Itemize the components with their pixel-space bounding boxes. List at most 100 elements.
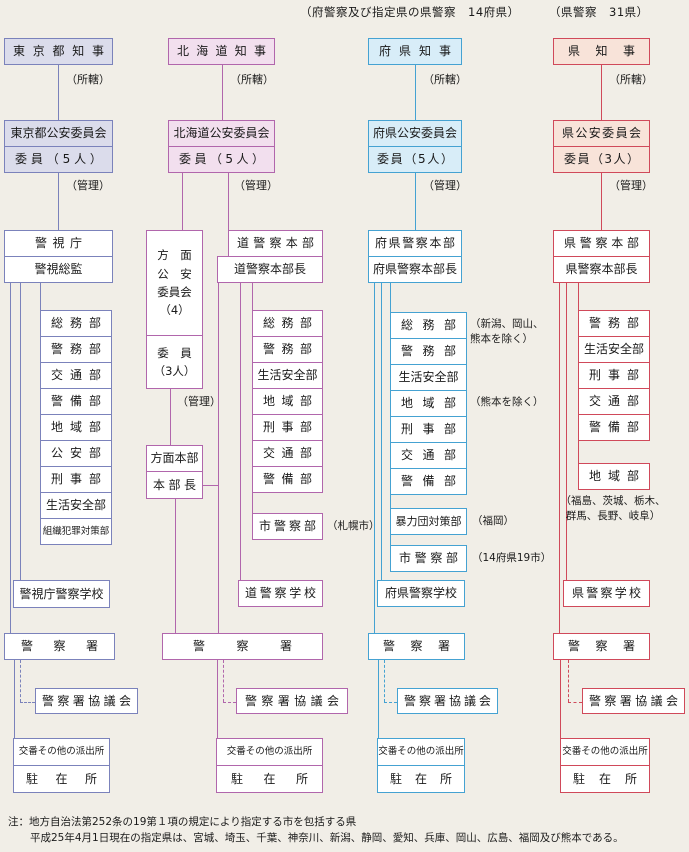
department-box: 警務部 — [252, 336, 323, 363]
department-box: 交通部 — [390, 442, 467, 469]
connector-line — [203, 485, 218, 486]
police-station-box: 警察署 — [162, 633, 323, 660]
regional-dept-box: 地域部 — [578, 463, 650, 490]
hq-chief-box: 県警察本部長 — [553, 256, 650, 283]
connector-line — [20, 282, 21, 580]
department-box: 警務部 — [578, 310, 650, 337]
hq-box: 道警察本部 — [228, 230, 323, 257]
chuzaisho-box: 駐在所 — [216, 765, 323, 793]
organized-crime-dept-box: 暴力団対策部 — [390, 508, 467, 535]
note: （福島、茨城、栃木、 群馬、長野、岐阜） — [560, 495, 666, 522]
hq-box: 警視庁 — [4, 230, 113, 257]
department-box: 交通部 — [40, 362, 112, 389]
department-box: 生活安全部 — [40, 492, 112, 519]
hq-chief-box: 道警察本部長 — [217, 256, 323, 283]
police-school-box: 道警察学校 — [238, 580, 323, 607]
area-commission-members-box: 委 員 （3人） — [146, 335, 203, 389]
koban-box: 交番その他の派出所 — [377, 738, 465, 766]
area-safety-commission-box: 方 面 公 安 委員会 （4） — [146, 230, 203, 336]
jurisdiction-label: （所轄） — [66, 73, 110, 86]
connector-line — [10, 282, 11, 633]
connector-line-dashed — [20, 660, 21, 702]
management-label: （管理） — [609, 179, 653, 192]
connector-line-dashed — [568, 702, 582, 703]
public-safety-commission-box: 東京都公安委員会 — [4, 120, 113, 147]
department-box: 警備部 — [252, 466, 323, 493]
department-box: 刑事部 — [40, 466, 112, 493]
koban-box: 交番その他の派出所 — [560, 738, 650, 766]
connector-line — [601, 64, 602, 121]
management-label: （管理） — [177, 395, 221, 408]
department-box: 生活安全部 — [578, 336, 650, 363]
connector-line — [566, 282, 567, 580]
chuzaisho-box: 駐在所 — [560, 765, 650, 793]
department-box: 警備部 — [40, 388, 112, 415]
station-council-box: 警察署協議会 — [35, 688, 138, 714]
station-council-box: 警察署協議会 — [582, 688, 685, 714]
connector-line — [560, 660, 561, 738]
department-box: 警備部 — [578, 414, 650, 441]
connector-line — [390, 534, 391, 545]
police-station-box: 警察署 — [4, 633, 115, 660]
footnote-line-1: 注：地方自治法第252条の19第１項の規定により指定する市を包括する県 — [8, 816, 357, 828]
connector-line — [58, 64, 59, 121]
department-box: 地域部 — [390, 390, 467, 417]
title-designated-prefectures: （府警察及び指定県の県警察 14府県） — [300, 5, 520, 19]
public-safety-commission-box: 府県公安委員会 — [368, 120, 462, 147]
department-box: 交通部 — [252, 440, 323, 467]
department-box: 警備部 — [390, 468, 467, 495]
management-label: （管理） — [66, 179, 110, 192]
connector-line-dashed — [384, 660, 385, 702]
station-council-box: 警察署協議会 — [236, 688, 348, 714]
department-box: 警務部 — [390, 338, 467, 365]
police-school-box: 警視庁警察学校 — [13, 580, 110, 608]
hq-box: 府県警察本部 — [368, 230, 462, 257]
police-station-box: 警察署 — [553, 633, 650, 660]
connector-line — [222, 64, 223, 121]
police-station-box: 警察署 — [368, 633, 465, 660]
connector-line-dashed — [223, 702, 236, 703]
connector-line — [415, 64, 416, 121]
connector-line — [170, 388, 171, 445]
governor-box: 県知事 — [553, 38, 650, 65]
connector-line — [182, 172, 183, 230]
chuzaisho-box: 駐在所 — [13, 765, 110, 793]
area-hq-box: 方面本部 — [146, 445, 203, 472]
area-hq-chief-box: 本部長 — [146, 471, 203, 499]
department-box: 刑事部 — [390, 416, 467, 443]
department-box: 公安部 — [40, 440, 112, 467]
department-box: 総務部 — [390, 312, 467, 339]
station-council-box: 警察署協議会 — [397, 688, 498, 714]
connector-line — [240, 282, 241, 580]
jurisdiction-label: （所轄） — [423, 73, 467, 86]
connector-line — [601, 172, 602, 230]
connector-line-dashed — [568, 660, 569, 702]
governor-box: 北海道知事 — [168, 38, 275, 65]
note: （福岡） — [472, 515, 514, 527]
note: （熊本を除く） — [470, 396, 544, 408]
city-police-box: 市警察部 — [390, 545, 467, 572]
connector-line — [374, 282, 375, 633]
koban-box: 交番その他の派出所 — [216, 738, 323, 766]
title-prefectures: （県警察 31県） — [549, 5, 649, 19]
police-school-box: 府県警察学校 — [377, 580, 465, 607]
connector-line — [252, 282, 253, 311]
connector-line — [381, 282, 382, 580]
police-school-box: 県警察学校 — [563, 580, 650, 607]
connector-line — [559, 282, 560, 633]
department-box: 地域部 — [40, 414, 112, 441]
note: （札幌市） — [327, 520, 380, 532]
connector-line — [217, 660, 218, 738]
public-safety-commission-box: 北海道公安委員会 — [168, 120, 275, 147]
koban-box: 交番その他の派出所 — [13, 738, 110, 766]
department-box: 生活安全部 — [390, 364, 467, 391]
department-box: 総務部 — [252, 310, 323, 337]
connector-line — [175, 498, 176, 633]
hq-chief-box: 警視総監 — [4, 256, 113, 283]
hq-chief-box: 府県警察本部長 — [368, 256, 462, 283]
note: （新潟、岡山、 熊本を除く） — [470, 318, 544, 345]
connector-line-dashed — [384, 702, 397, 703]
